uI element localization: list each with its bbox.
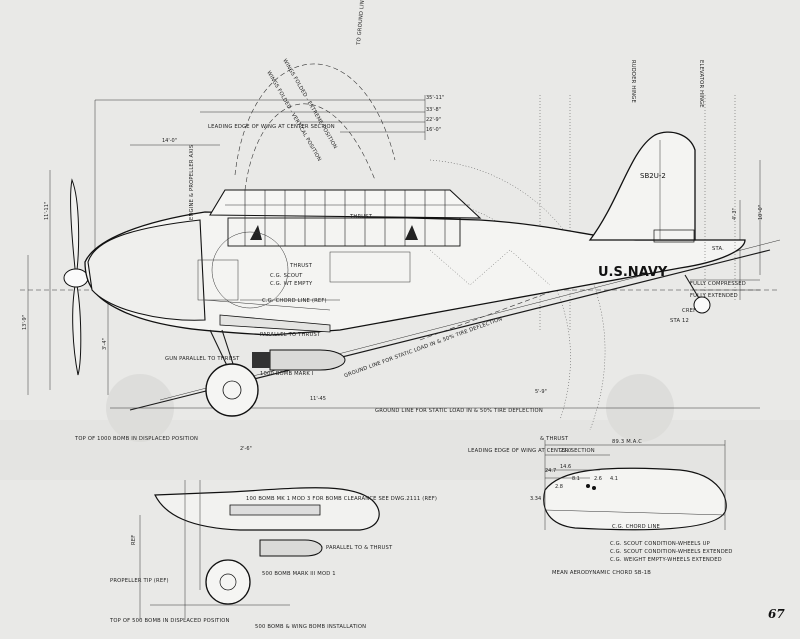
model-tag: SB2U-2: [640, 172, 666, 180]
bleed-through-ghost: [0, 374, 800, 480]
svg-text:16'-0": 16'-0": [426, 127, 441, 133]
svg-text:3.34: 3.34: [530, 496, 541, 502]
svg-text:LEADING EDGE OF WING AT CENTER: LEADING EDGE OF WING AT CENTER SECTION: [468, 448, 595, 454]
svg-text:C.G. CHORD LINE (REF): C.G. CHORD LINE (REF): [262, 298, 327, 304]
svg-text:3'-4": 3'-4": [102, 338, 108, 350]
svg-text:C.G. SCOUT: C.G. SCOUT: [270, 273, 303, 279]
svg-text:GUN PARALLEL TO THRUST: GUN PARALLEL TO THRUST: [165, 356, 240, 362]
svg-text:1000 BOMB MARK I: 1000 BOMB MARK I: [260, 371, 314, 377]
page-number: 67: [768, 607, 785, 621]
svg-text:RUDDER HINGE: RUDDER HINGE: [630, 60, 636, 103]
svg-text:2.8: 2.8: [555, 484, 563, 490]
svg-text:4'-3": 4'-3": [732, 208, 738, 220]
svg-text:35'-11": 35'-11": [426, 95, 444, 101]
svg-text:13'-9": 13'-9": [22, 315, 28, 330]
main-landing-gear: [205, 329, 259, 417]
svg-text:LEADING EDGE OF WING AT CENTER: LEADING EDGE OF WING AT CENTER SECTION: [208, 124, 335, 130]
svg-text:100 BOMB MK 1 MOD 3 FOR BOMB C: 100 BOMB MK 1 MOD 3 FOR BOMB CLEARANCE S…: [246, 496, 437, 502]
svg-text:C.G. WEIGHT EMPTY-WHEELS EXTEN: C.G. WEIGHT EMPTY-WHEELS EXTENDED: [610, 557, 722, 563]
us-navy-marking: U.S.NAVY: [598, 265, 668, 280]
bomb-1000: [252, 349, 346, 371]
svg-text:FULLY COMPRESSED: FULLY COMPRESSED: [690, 281, 746, 287]
propeller: [63, 178, 89, 376]
svg-text:ELEVATOR HINGE: ELEVATOR HINGE: [698, 60, 704, 108]
svg-text:22.0: 22.0: [560, 448, 571, 454]
thrust-label: THRUST: [349, 214, 373, 220]
svg-text:22'-9": 22'-9": [426, 117, 441, 123]
svg-text:11'-11": 11'-11": [44, 202, 50, 220]
svg-text:FULLY EXTENDED: FULLY EXTENDED: [690, 293, 738, 299]
svg-text:2.6: 2.6: [594, 476, 602, 482]
svg-text:PARALLEL TO THRUST: PARALLEL TO THRUST: [260, 332, 321, 338]
svg-text:MEAN AERODYNAMIC CHORD SB-1B: MEAN AERODYNAMIC CHORD SB-1B: [552, 570, 651, 576]
svg-text:STA 12: STA 12: [670, 318, 689, 324]
svg-text:2'-6": 2'-6": [240, 446, 252, 452]
svg-text:TO GROUND LINE - 3 PT POSITION: TO GROUND LINE - 3 PT POSITION: [356, 0, 370, 46]
vertical-tail: [588, 95, 736, 300]
svg-text:THRUST: THRUST: [289, 263, 313, 269]
svg-text:& THRUST: & THRUST: [540, 436, 569, 442]
svg-text:ENGINE & PROPELLER AXIS: ENGINE & PROPELLER AXIS: [189, 145, 195, 220]
svg-text:C.G. SCOUT CONDITION-WHEELS EX: C.G. SCOUT CONDITION-WHEELS EXTENDED: [610, 549, 733, 555]
bomb-installation-inset: 100 BOMB MK 1 MOD 3 FOR BOMB CLEARANCE S…: [109, 480, 437, 630]
svg-text:CREF: CREF: [682, 308, 696, 314]
svg-text:24.7: 24.7: [545, 468, 556, 474]
svg-text:4.1: 4.1: [610, 476, 618, 482]
svg-text:TOP OF 1000 BOMB IN DISPLACED: TOP OF 1000 BOMB IN DISPLACED POSITION: [74, 436, 198, 442]
svg-text:TOP OF 500 BOMB IN DISPLACED P: TOP OF 500 BOMB IN DISPLACED POSITION: [109, 618, 230, 624]
svg-text:REF: REF: [131, 535, 137, 545]
svg-text:5'-9": 5'-9": [535, 389, 547, 395]
svg-text:PROPELLER TIP (REF): PROPELLER TIP (REF): [110, 578, 169, 584]
tail-wheel: [684, 274, 760, 314]
mac-panel: LEADING EDGE OF WING AT CENTER SECTION 8…: [468, 439, 733, 576]
svg-text:14'-0": 14'-0": [162, 138, 177, 144]
svg-text:89.3 M.A.C: 89.3 M.A.C: [612, 439, 642, 445]
svg-text:GROUND LINE FOR STATIC LOAD IN: GROUND LINE FOR STATIC LOAD IN & 50% TIR…: [375, 408, 543, 414]
svg-text:11'-45: 11'-45: [310, 396, 326, 402]
svg-text:33'-8": 33'-8": [426, 107, 441, 113]
svg-text:PARALLEL TO & THRUST: PARALLEL TO & THRUST: [326, 545, 393, 551]
svg-text:C.G. CHORD LINE: C.G. CHORD LINE: [612, 524, 660, 530]
svg-text:STA.: STA.: [712, 246, 724, 252]
svg-text:500 BOMB & WING BOMB INSTALLAT: 500 BOMB & WING BOMB INSTALLATION: [255, 624, 366, 630]
svg-text:8.1: 8.1: [572, 476, 580, 482]
svg-text:C.G. WT EMPTY: C.G. WT EMPTY: [270, 281, 313, 287]
svg-text:10'-0": 10'-0": [758, 205, 764, 220]
svg-text:14.6: 14.6: [560, 464, 571, 470]
svg-text:500 BOMB MARK III MOD 1: 500 BOMB MARK III MOD 1: [262, 571, 336, 577]
fuselage: [84, 189, 746, 336]
svg-text:C.G. SCOUT CONDITION-WHEELS UP: C.G. SCOUT CONDITION-WHEELS UP: [610, 541, 710, 547]
